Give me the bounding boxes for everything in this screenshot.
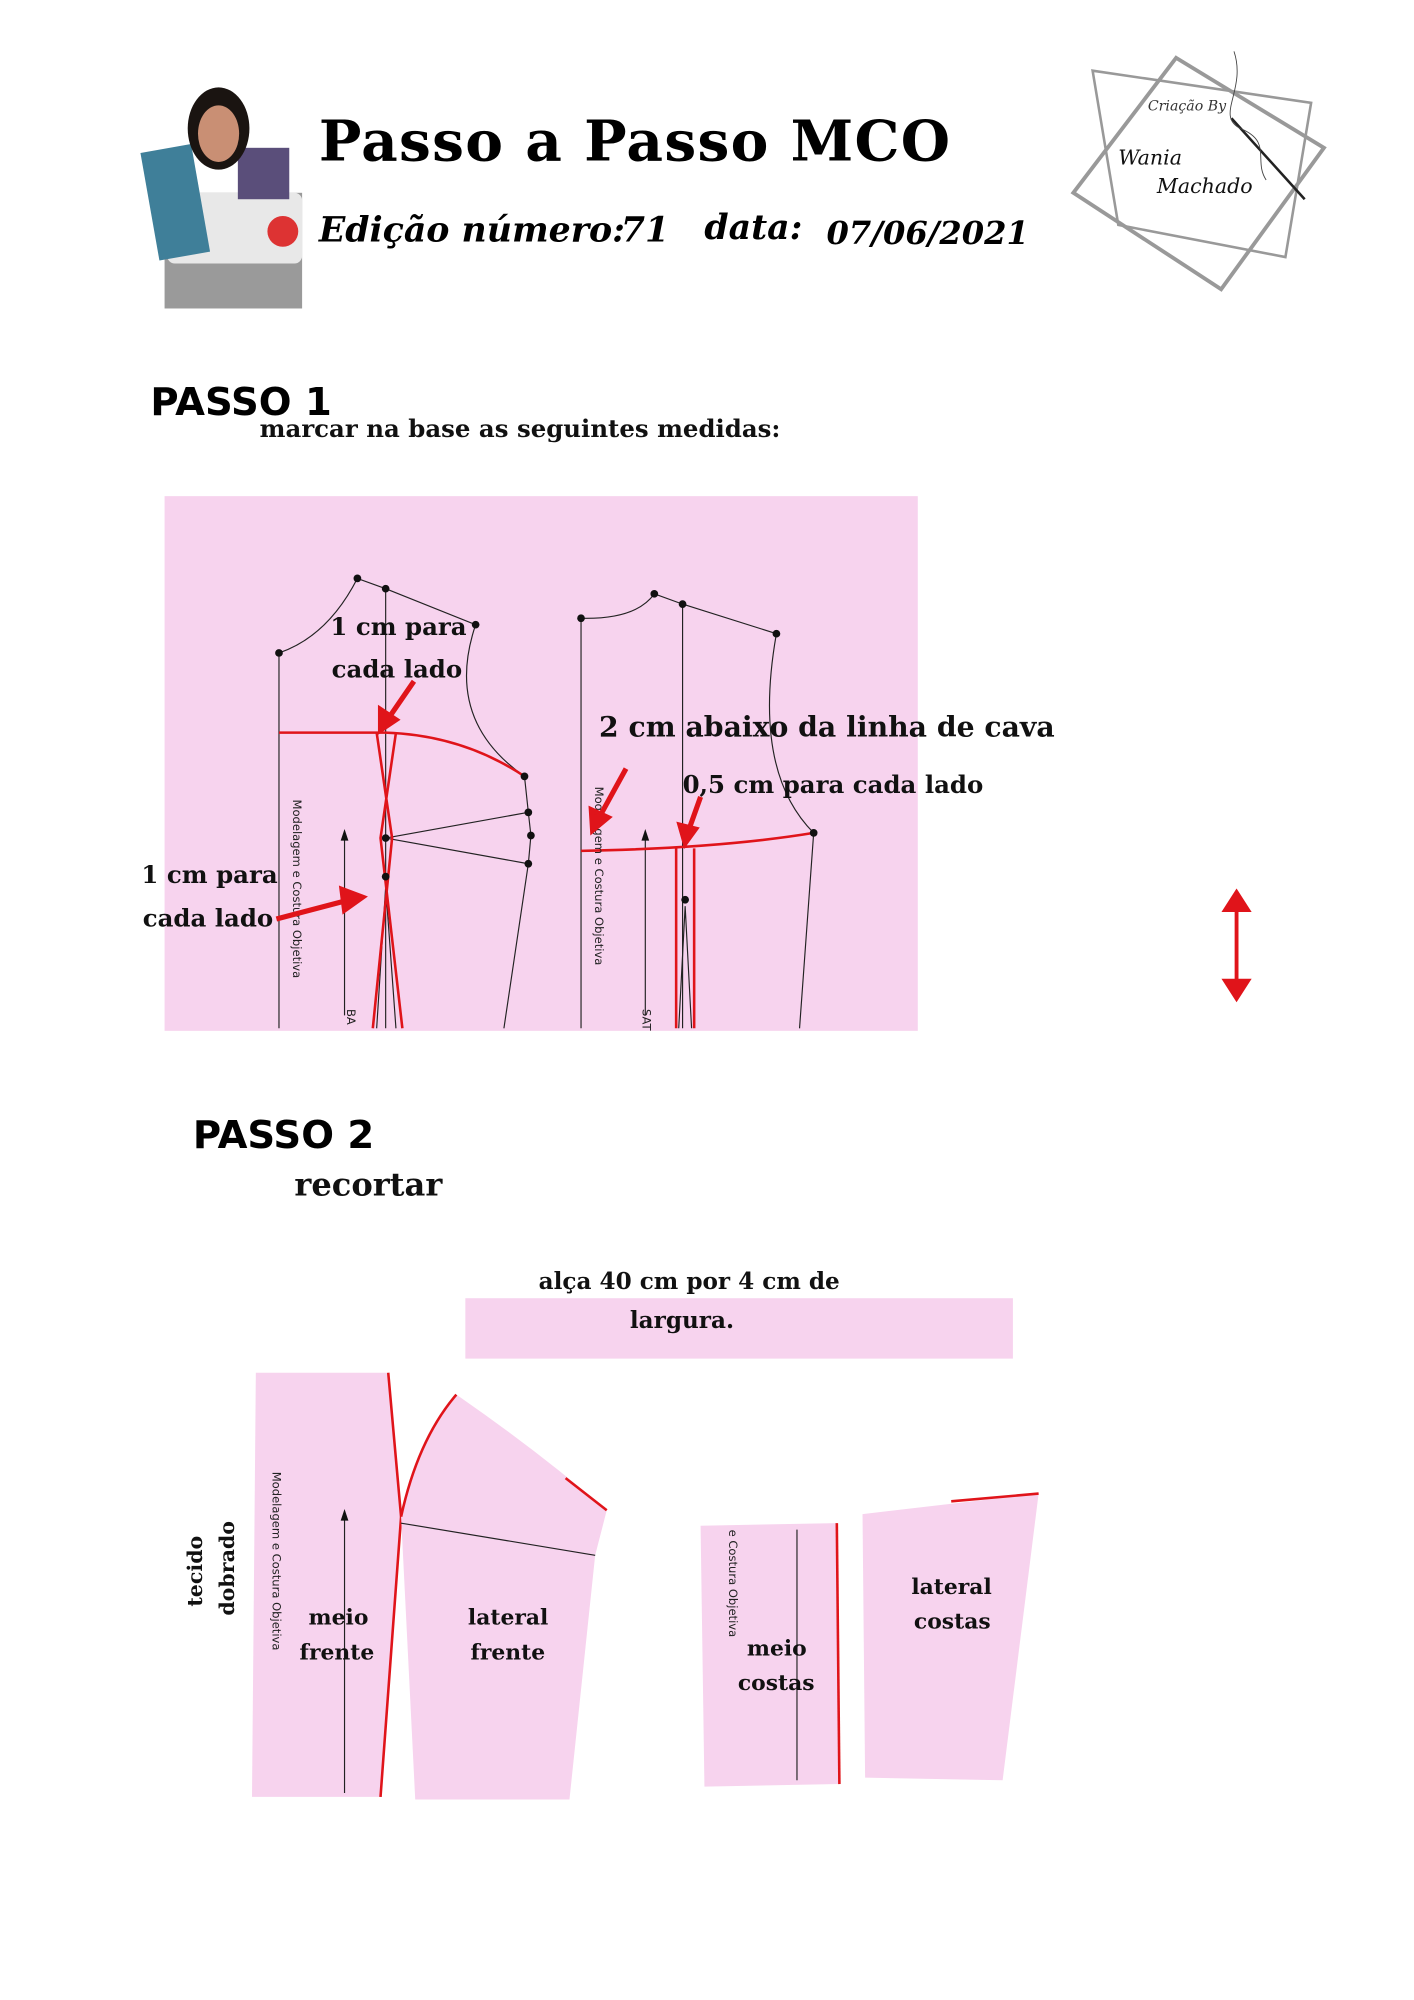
svg-text:Criação By: Criação By: [1148, 99, 1227, 115]
double-arrow-icon: [1221, 888, 1252, 1003]
strap-piece: [465, 1298, 1013, 1359]
svg-text:lateral: lateral: [911, 1574, 991, 1600]
svg-text:BA: BA: [344, 1009, 358, 1025]
piece-meio-frente: Modelagem e Costura Objetiva meio frente: [251, 1372, 403, 1798]
step1-pattern-image: Modelagem e Costura Objetiva BA Modelage…: [164, 496, 918, 1032]
step1-title: PASSO 1: [150, 380, 331, 425]
red-arrows: [275, 679, 703, 922]
svg-text:Modelagem e Costura Objetiva: Modelagem e Costura Objetiva: [290, 799, 304, 978]
step1-subtitle: marcar na base as seguintes medidas:: [260, 414, 781, 443]
piece-lateral-frente: lateral frente: [399, 1393, 608, 1800]
svg-text:frente: frente: [300, 1639, 375, 1665]
svg-text:SAT: SAT: [640, 1009, 654, 1032]
svg-text:Machado: Machado: [1156, 174, 1253, 198]
note-cava: 2 cm abaixo da linha de cava: [599, 710, 1055, 744]
logo: Criação By Wania Machado: [1070, 51, 1327, 292]
edition-label: Edição número:: [318, 210, 625, 251]
svg-text:frente: frente: [470, 1639, 545, 1665]
fold-note-2: dobrado: [215, 1521, 239, 1616]
svg-text:Wania: Wania: [1118, 146, 1182, 170]
svg-text:meio: meio: [747, 1636, 807, 1662]
svg-text:costas: costas: [914, 1609, 991, 1635]
svg-text:Modelagem e Costura Objetiva: Modelagem e Costura Objetiva: [592, 787, 606, 966]
edition-number: 71: [621, 210, 669, 251]
step2-title: PASSO 2: [193, 1113, 374, 1158]
date-label: data:: [704, 207, 802, 248]
note-half-cm: 0,5 cm para cada lado: [683, 770, 984, 799]
note-left-1: 1 cm para: [141, 860, 277, 889]
step2-subtitle: recortar: [294, 1165, 443, 1203]
date-value: 07/06/2021: [827, 214, 1029, 252]
note-top-1: 1 cm para: [330, 612, 466, 641]
needle-icon: [1230, 117, 1306, 201]
page-title: Passo a Passo MCO: [319, 109, 951, 175]
note-left-2: cada lado: [143, 904, 273, 933]
svg-text:Modelagem e Costura Objetiva: Modelagem e Costura Objetiva: [270, 1472, 284, 1651]
strap-note-2: largura.: [630, 1307, 734, 1334]
front-bodice-pattern: Modelagem e Costura Objetiva BA: [275, 574, 535, 1029]
piece-meio-costas: e Costura Objetiva meio costas: [700, 1523, 841, 1787]
svg-text:e Costura Objetiva: e Costura Objetiva: [726, 1530, 740, 1638]
svg-text:meio: meio: [309, 1605, 369, 1631]
svg-text:lateral: lateral: [468, 1605, 548, 1631]
note-top-2: cada lado: [332, 654, 462, 683]
back-bodice-pattern: Modelagem e Costura Objetiva SAT: [577, 589, 818, 1032]
svg-text:costas: costas: [738, 1670, 815, 1696]
piece-lateral-costas: lateral costas: [862, 1492, 1039, 1781]
strap-note-1: alça 40 cm por 4 cm de: [539, 1268, 840, 1295]
fold-note-1: tecido: [183, 1536, 207, 1607]
author-photo: [140, 79, 303, 309]
